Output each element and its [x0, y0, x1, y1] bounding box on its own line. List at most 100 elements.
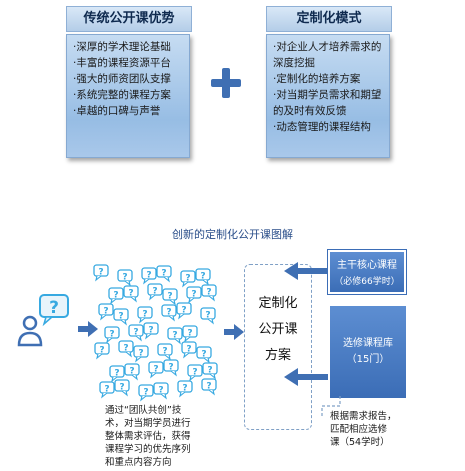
- question-bubble-icon: ?: [109, 365, 125, 383]
- svg-text:?: ?: [128, 289, 133, 299]
- question-bubble-icon: ?: [113, 308, 129, 326]
- svg-text:?: ?: [161, 269, 166, 279]
- svg-text:?: ?: [138, 349, 143, 359]
- svg-text:?: ?: [167, 292, 172, 302]
- custom-item: ·定制化的培养方案: [273, 73, 361, 85]
- match-line: 匹配相应选修: [330, 424, 388, 435]
- svg-text:?: ?: [166, 308, 171, 318]
- arrow-left-icon: [284, 262, 328, 280]
- match-description: 根据需求报告， 匹配相应选修 课（54学时）: [330, 410, 440, 449]
- dashed-connector: [321, 396, 341, 416]
- svg-text:?: ?: [185, 274, 190, 284]
- svg-text:?: ?: [142, 310, 147, 320]
- custom-item: ·对企业人才培养需求的: [273, 41, 382, 53]
- traditional-item: ·系统完整的课程方案: [73, 89, 171, 101]
- question-bubble-icon: ?: [99, 381, 115, 399]
- svg-text:?: ?: [98, 268, 103, 278]
- question-bubble-icon: ?: [108, 287, 124, 305]
- custom-item: ·对当期学员需求和期望: [273, 89, 382, 101]
- question-bubble-icon: ?: [123, 285, 139, 303]
- svg-text:?: ?: [181, 306, 186, 316]
- arrow-left-icon: [284, 368, 328, 386]
- question-bubble-icon: ?: [202, 362, 218, 380]
- question-bubble-icon: ?: [195, 268, 211, 286]
- thinking-person-icon: ?: [17, 294, 69, 347]
- question-bubble-icon: ?: [186, 286, 202, 304]
- question-bubble-cloud: ????????????????????????????????????????…: [93, 264, 218, 402]
- question-bubble-icon: ?: [187, 364, 203, 382]
- method-line: 通过“团队共创”技: [105, 405, 182, 416]
- core-course-line: （必修66学时）: [334, 277, 400, 287]
- question-bubble-icon: ?: [201, 378, 217, 396]
- svg-text:?: ?: [162, 347, 167, 357]
- method-description: 通过“团队共创”技 术，对当期学员进行 整体需求评估，获得 课程学习的优先序列 …: [105, 404, 235, 469]
- question-bubble-icon: ?: [162, 288, 178, 306]
- method-line: 课程学习的优先序列: [105, 444, 191, 455]
- plan-line: 定制化: [258, 296, 298, 311]
- custom-item: 深度挖掘: [273, 57, 315, 69]
- svg-text:?: ?: [207, 366, 212, 376]
- svg-text:?: ?: [187, 329, 192, 339]
- svg-text:?: ?: [146, 271, 151, 281]
- question-bubble-icon: ?: [163, 359, 179, 377]
- svg-text:?: ?: [158, 386, 163, 396]
- svg-text:?: ?: [186, 345, 191, 355]
- question-bubble-icon: ?: [124, 363, 140, 381]
- method-line: 术，对当期学员进行: [105, 418, 191, 429]
- arrow-right-icon: [224, 324, 244, 340]
- traditional-card-body: ·深厚的学术理论基础 ·丰富的课程资源平台 ·强大的师资团队支撑 ·系统完整的课…: [66, 34, 190, 158]
- question-bubble-icon: ?: [177, 380, 193, 398]
- svg-text:?: ?: [205, 311, 210, 321]
- question-bubble-icon: ?: [93, 264, 109, 282]
- svg-text:?: ?: [113, 291, 118, 301]
- svg-text:?: ?: [192, 368, 197, 378]
- svg-text:?: ?: [49, 298, 59, 318]
- svg-text:?: ?: [123, 344, 128, 354]
- question-bubble-icon: ?: [153, 382, 169, 400]
- svg-text:?: ?: [153, 365, 158, 375]
- question-bubble-icon: ?: [118, 340, 134, 358]
- arrow-right-icon: [78, 321, 98, 337]
- custom-item: 的及时有效反馈: [273, 105, 347, 117]
- question-bubble-icon: ?: [98, 303, 114, 321]
- traditional-item: ·卓越的口碑与声誉: [73, 105, 161, 117]
- question-bubble-icon: ?: [196, 346, 212, 364]
- svg-text:?: ?: [99, 346, 104, 356]
- svg-text:?: ?: [182, 384, 187, 394]
- traditional-item: ·强大的师资团队支撑: [73, 73, 171, 85]
- question-bubble-icon: ?: [200, 307, 216, 325]
- question-bubble-icon: ?: [137, 306, 153, 324]
- svg-text:?: ?: [114, 369, 119, 379]
- elective-line: 选修课程库: [343, 338, 393, 349]
- svg-text:?: ?: [129, 367, 134, 377]
- question-bubble-icon: ?: [161, 304, 177, 322]
- question-bubble-icon: ?: [157, 343, 173, 361]
- diagram-title: 创新的定制化公开课图解: [172, 228, 293, 241]
- elective-course-box: 选修课程库 （15门）: [330, 306, 406, 398]
- question-bubble-icon: ?: [167, 327, 183, 345]
- question-bubble-icon: ?: [147, 283, 163, 301]
- question-bubble-icon: ?: [156, 265, 172, 283]
- svg-text:?: ?: [172, 331, 177, 341]
- plan-line: 公开课: [258, 322, 298, 337]
- svg-text:?: ?: [119, 383, 124, 393]
- svg-text:?: ?: [168, 363, 173, 373]
- svg-text:?: ?: [109, 330, 114, 340]
- question-bubble-icon: ?: [133, 345, 149, 363]
- question-bubble-icon: ?: [180, 270, 196, 288]
- question-bubble-icon: ?: [201, 284, 217, 302]
- core-course-box: 主干核心课程 （必修66学时）: [328, 250, 406, 294]
- question-bubble-icon: ?: [94, 342, 110, 360]
- question-bubble-icon: ?: [181, 341, 197, 359]
- core-course-line: 主干核心课程: [337, 260, 397, 271]
- traditional-item: ·深厚的学术理论基础: [73, 41, 171, 53]
- svg-text:?: ?: [206, 382, 211, 392]
- svg-text:?: ?: [201, 350, 206, 360]
- svg-text:?: ?: [206, 288, 211, 298]
- question-bubble-icon: ?: [148, 361, 164, 379]
- question-bubble-icon: ?: [117, 269, 133, 287]
- custom-card-body: ·对企业人才培养需求的 深度挖掘 ·定制化的培养方案 ·对当期学员需求和期望 的…: [266, 34, 390, 158]
- match-line: 根据需求报告，: [330, 411, 397, 422]
- traditional-item: ·丰富的课程资源平台: [73, 57, 171, 69]
- svg-text:?: ?: [122, 273, 127, 283]
